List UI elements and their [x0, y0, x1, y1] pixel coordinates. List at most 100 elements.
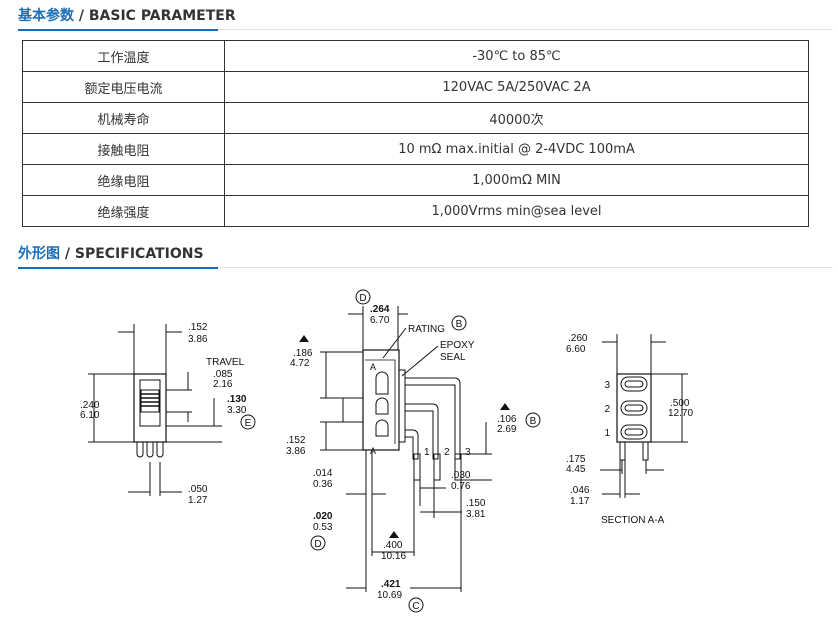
middle-view: D .264 6.70 RATING B EPOXY SEAL A A: [286, 289, 541, 613]
specs-title-cn: 外形图: [18, 246, 60, 262]
epoxy-seal: [398, 369, 406, 443]
basic-parameter-header: 基本参数 / BASIC PARAMETER: [18, 5, 833, 31]
specs-title-en: SPECIFICATIONS: [74, 246, 204, 262]
callout-b-right: B: [530, 416, 537, 427]
header-rule: [18, 267, 833, 268]
section-body: [616, 373, 652, 443]
lever-mm: 3.30: [227, 405, 247, 416]
specs-title-sep: /: [60, 246, 75, 262]
d106-in: .106: [497, 414, 517, 425]
pitch-in: .050: [188, 484, 208, 495]
right-angle-pins: [405, 377, 462, 481]
param-value: 40000次: [224, 102, 809, 134]
d186-mm: 4.72: [290, 358, 310, 369]
section-a-top: A: [370, 362, 376, 372]
terminal-top: [375, 371, 389, 395]
right-width-in: .260: [568, 333, 588, 344]
switch-body-outline: [133, 373, 167, 443]
switch-body-front: [362, 349, 400, 451]
param-value: -30℃ to 85℃: [224, 40, 809, 72]
rating-label: RATING: [408, 324, 445, 335]
callout-b-right-circle: [525, 412, 541, 428]
param-key: 额定电压电流: [22, 71, 225, 103]
note-triangle: [299, 335, 309, 342]
param-value: 10 mΩ max.initial @ 2-4VDC 100mA: [224, 133, 809, 165]
left-height-mm: 6.10: [80, 410, 100, 421]
pin-3-label: 3: [465, 447, 471, 458]
d106-mm: 2.69: [497, 424, 517, 435]
pin-1-label: 1: [424, 447, 430, 458]
section-terminals: [620, 376, 648, 440]
d014-mm: 0.36: [313, 479, 333, 490]
d400-in: .400: [383, 540, 403, 551]
d020-in: .020: [313, 511, 333, 522]
travel-mm: 2.16: [213, 379, 233, 390]
callout-d-top: D: [359, 293, 366, 304]
header-rule: [18, 29, 833, 30]
right-height-in: .500: [670, 398, 690, 409]
actuator-slot: [139, 379, 161, 427]
pitch-mm: 1.27: [188, 495, 208, 506]
d046-mm: 1.17: [570, 496, 590, 507]
callout-e-circle: [240, 414, 256, 430]
left-pins: [136, 442, 164, 458]
param-key: 接触电阻: [22, 133, 225, 165]
d152-mm: 3.86: [286, 446, 306, 457]
header-underline: [18, 267, 218, 269]
basic-title-sep: /: [74, 8, 89, 24]
d030-in: .030: [451, 470, 471, 481]
specifications-header: 外形图 / SPECIFICATIONS: [18, 243, 833, 269]
note-triangle: [389, 531, 399, 538]
pin-2-label: 2: [444, 447, 450, 458]
param-key: 工作温度: [22, 40, 225, 72]
param-key: 机械寿命: [22, 102, 225, 134]
right-height-mm: 12.70: [668, 408, 693, 419]
section-pin-left: [619, 441, 626, 461]
top-dim-in: .264: [370, 304, 390, 315]
callout-b-top: B: [456, 319, 463, 330]
d014-in: .014: [313, 468, 333, 479]
left-height-in: .240: [80, 400, 100, 411]
actuator-knob: [140, 389, 160, 413]
section-pos-1: 1: [604, 428, 610, 439]
param-key: 绝缘电阻: [22, 164, 225, 196]
callout-d-bottom: D: [314, 539, 321, 550]
section-a-a-label: SECTION A-A: [601, 515, 665, 526]
callout-c-circle: [408, 597, 424, 613]
right-view: 3 2 1 .260 6.60 .500 12.70 .175 4.45 .04…: [566, 333, 693, 526]
param-value: 1,000mΩ MIN: [224, 164, 809, 196]
param-row: 工作温度-30℃ to 85℃: [22, 40, 809, 72]
left-width-mm: 3.86: [188, 334, 208, 345]
param-key: 绝缘强度: [22, 195, 225, 227]
section-pin-right: [642, 441, 649, 461]
callout-c: C: [412, 601, 419, 612]
header-underline: [18, 29, 218, 31]
left-view: .152 3.86 TRAVEL .085 2.16 .240 6.10 .13…: [80, 322, 256, 506]
top-dim-mm: 6.70: [370, 315, 390, 326]
lever-in: .130: [227, 394, 247, 405]
d020-mm: 0.53: [313, 522, 333, 533]
param-value: 120VAC 5A/250VAC 2A: [224, 71, 809, 103]
d175-mm: 4.45: [566, 464, 586, 475]
terminal-mid: [375, 397, 389, 415]
section-a-bottom: A: [370, 446, 376, 456]
callout-b-top-circle: [451, 315, 467, 331]
actuator-lever: [342, 397, 364, 423]
d421-in: .421: [381, 579, 401, 590]
seal-label: SEAL: [440, 352, 466, 363]
travel-in: .085: [213, 369, 233, 380]
section-pos-3: 3: [604, 380, 610, 391]
d152-in: .152: [286, 435, 306, 446]
d046-in: .046: [570, 485, 590, 496]
d150-in: .150: [466, 498, 486, 509]
d175-in: .175: [566, 454, 586, 465]
callout-d-bottom-circle: [310, 535, 326, 551]
basic-title-en: BASIC PARAMETER: [88, 8, 236, 24]
d421-mm: 10.69: [377, 590, 402, 601]
param-value: 1,000Vrms min@sea level: [224, 195, 809, 227]
